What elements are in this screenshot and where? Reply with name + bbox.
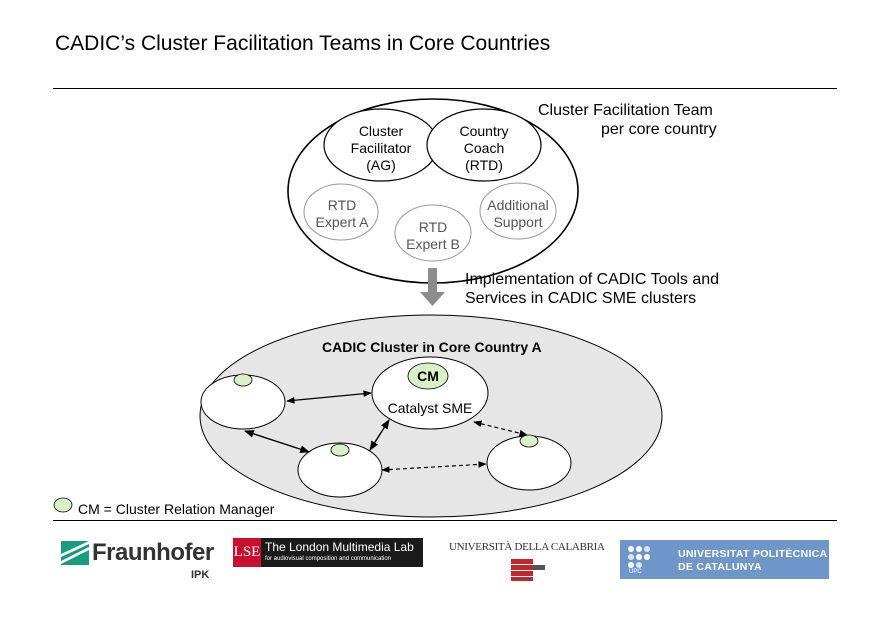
link-catalyst-bottom [369,419,390,451]
link-catalyst-right [473,420,528,437]
title-divider [53,88,837,89]
fraunhofer-sub: IPK [191,569,210,581]
team-label-line2: per core country [601,121,717,138]
lse-mark: LSE [233,538,261,567]
fraunhofer-wordmark: Fraunhofer [92,539,214,566]
legend-text: CM = Cluster Relation Manager [78,501,275,517]
coach-bubble [426,108,542,182]
implementation-line1: Implementation of CADIC Tools and [465,271,720,288]
sme-node-catalyst [371,356,489,430]
link-bottom-right [381,461,487,473]
calabria-emblem-icon [511,559,545,581]
link-left-catalyst [286,390,372,404]
down-arrow-head [420,292,445,306]
calabria-wordmark: UNIVERSITÀ DELLA CALABRIA [449,541,605,553]
upc-mark: UPC [629,569,642,575]
cm-marker-left [233,373,253,387]
upc-logo: UPC UNIVERSITAT POLITÈCNICA DE CATALUNYA [620,540,829,579]
catalyst-label: Catalyst SME [387,400,473,416]
lse-title: The London Multimedia Lab [265,540,414,554]
upc-dots-icon [628,546,650,568]
lse-logo: LSE The London Multimedia Lab for audiov… [233,538,423,567]
cluster-title: CADIC Cluster in Core Country A [322,339,542,355]
support-bubble [479,182,557,240]
calabria-logo: UNIVERSITÀ DELLA CALABRIA [449,541,605,583]
link-left-bottom [244,430,310,453]
page-title: CADIC’s Cluster Facilitation Teams in Co… [55,32,551,55]
cm-marker-catalyst [407,362,449,390]
upc-line1: UNIVERSITAT POLITÈCNICA [678,548,828,560]
lse-sub: for audiovisual composition and communic… [265,556,392,562]
fraunhofer-mark-icon [61,541,89,565]
fraunhofer-logo: Fraunhofer IPK [61,537,214,583]
footer-divider [53,520,837,521]
cm-marker-right [519,434,539,448]
team-label-line1: Cluster Facilitation Team [538,102,713,119]
cm-label: CM [417,368,439,384]
upc-line2: DE CATALUNYA [678,561,762,573]
cm-marker-bottom [330,443,350,457]
legend-cm-marker [53,497,73,513]
expert-b-bubble [394,204,472,262]
down-arrow-shaft [428,268,437,294]
implementation-line2: Services in CADIC SME clusters [465,290,697,307]
expert-a-bubble [303,183,379,241]
